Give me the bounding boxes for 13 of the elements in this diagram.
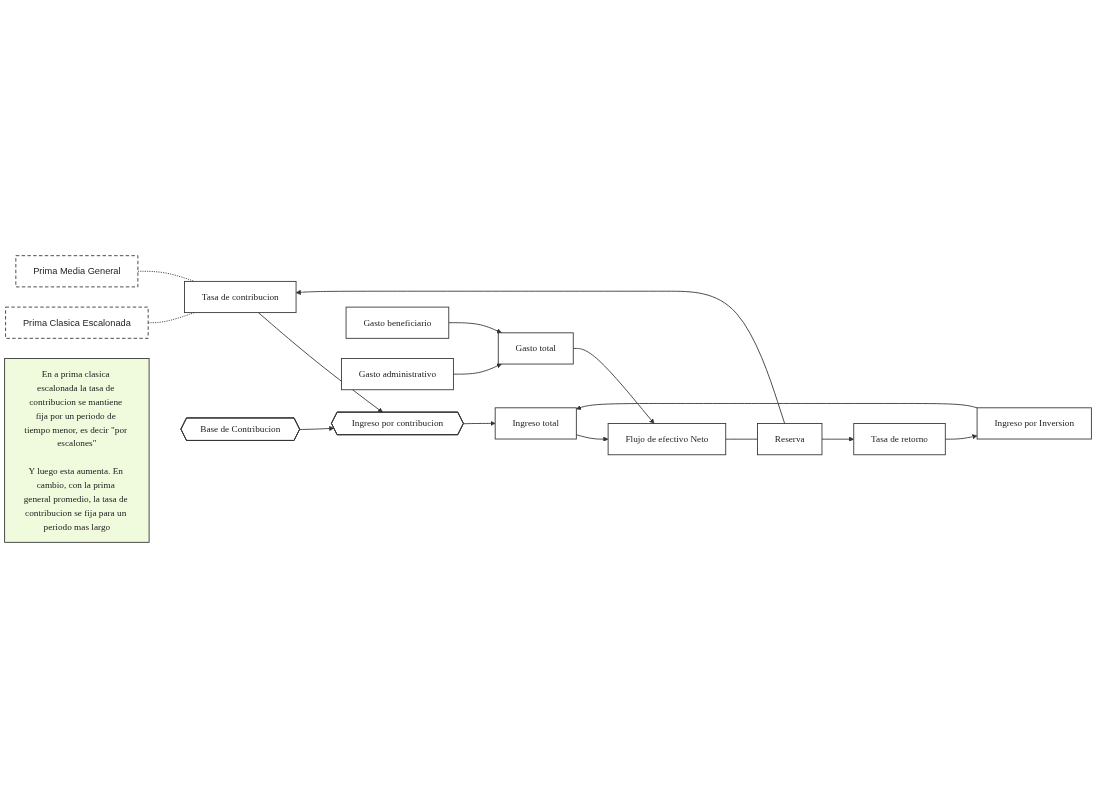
node-box: Tasa de retorno xyxy=(853,423,946,456)
node-box: Ingreso total xyxy=(494,407,577,440)
connector xyxy=(725,438,758,440)
node-box: Reserva xyxy=(757,423,823,456)
node-box: Prima Clasica Escalonada xyxy=(5,306,149,339)
node-box: Gasto total xyxy=(497,332,574,365)
node-box: Tasa de contribucion xyxy=(184,280,297,314)
node-box: Gasto administrativo xyxy=(341,358,454,391)
node-box: Ingreso por Inversion xyxy=(976,407,1092,440)
node-box: En a prima clasica escalonada la tasa de contribucion se mantiene fija por un periodo de tiempo menor, es decir "por escalones" Y luego esta aumenta. En cambio, con la prima general promedio, la tasa de contribucion se fija para un periodo mas largo xyxy=(4,358,150,543)
node-box: Flujo de efectivo Neto xyxy=(607,423,727,456)
node-box: Gasto beneficiario xyxy=(345,306,450,339)
node-box: Prima Media General xyxy=(15,255,139,288)
